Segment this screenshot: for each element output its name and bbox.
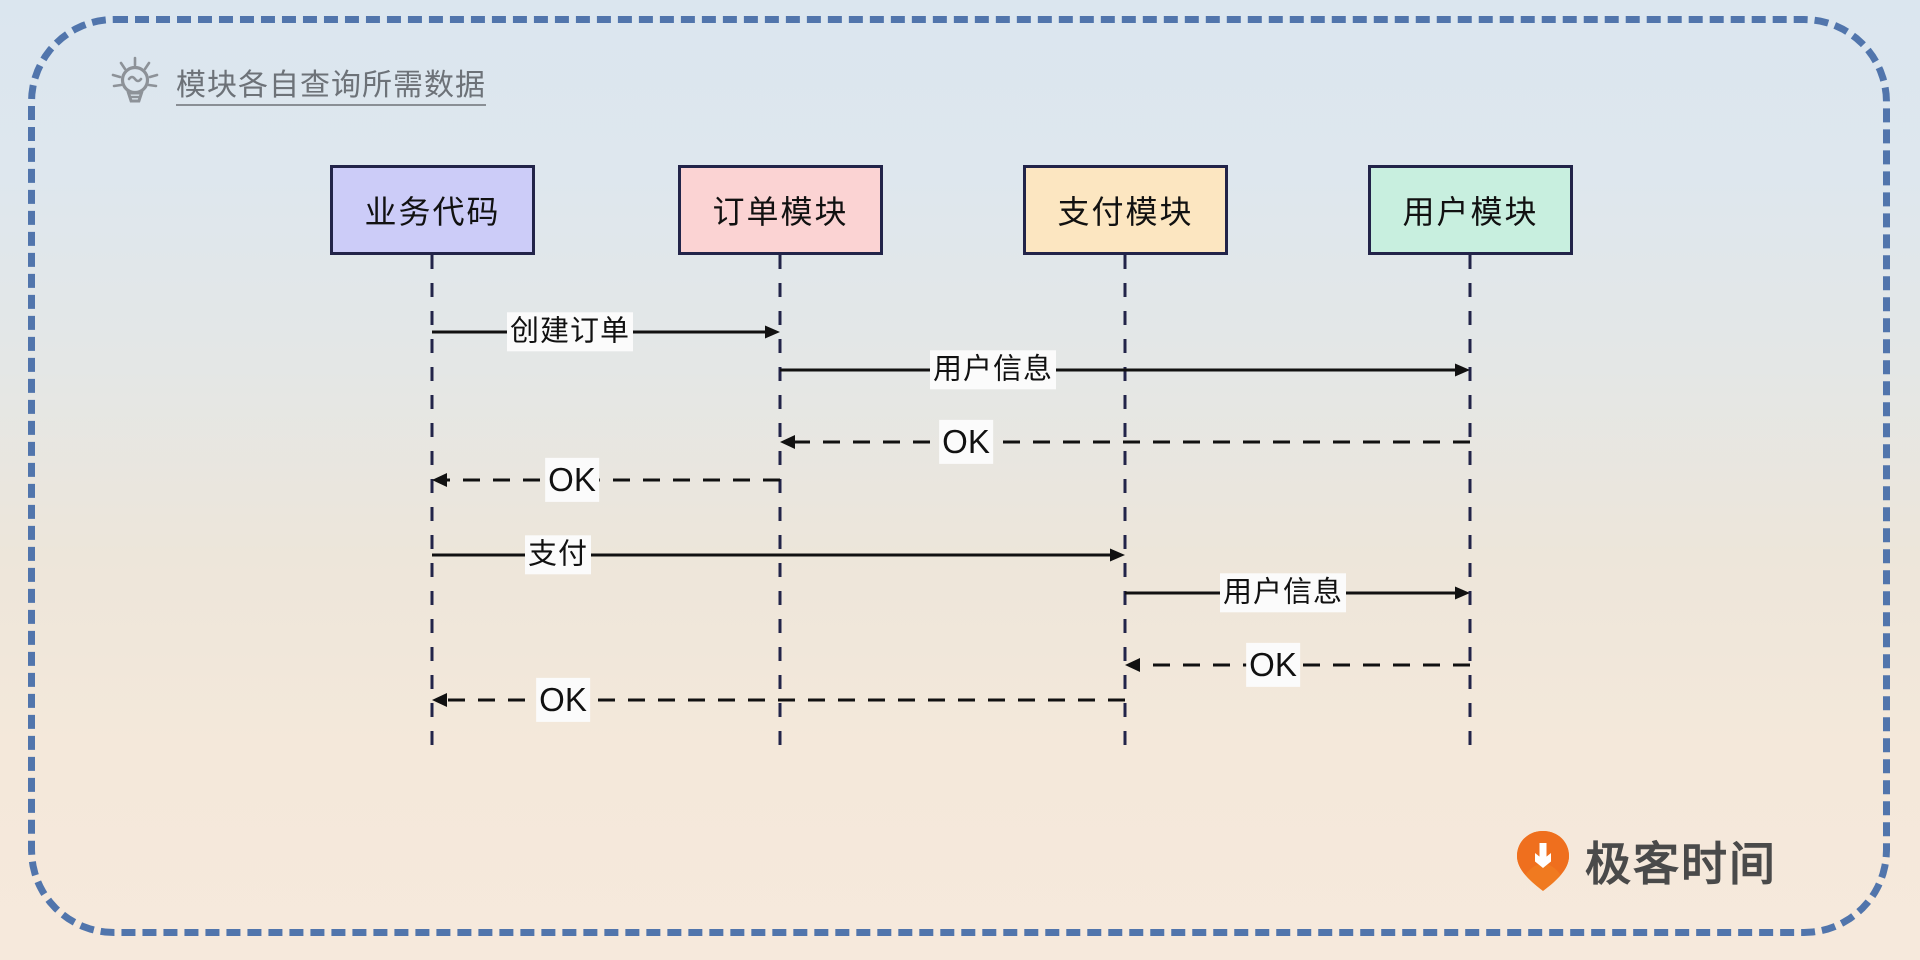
message-label-m3: OK xyxy=(939,419,993,465)
geektime-logo: 极客时间 xyxy=(1515,828,1777,894)
message-label-m8: OK xyxy=(536,677,590,723)
participant-box-order[interactable]: 订单模块 xyxy=(678,165,883,255)
participant-label: 订单模块 xyxy=(712,194,849,230)
logo-text: 极客时间 xyxy=(1585,838,1777,890)
message-arrowhead xyxy=(1455,363,1470,377)
participant-box-user[interactable]: 用户模块 xyxy=(1368,165,1573,255)
messages-group xyxy=(432,325,1470,707)
message-m4[interactable] xyxy=(432,473,780,487)
message-arrowhead xyxy=(432,693,447,707)
participant-label: 业务代码 xyxy=(364,194,501,230)
message-label-m6: 用户信息 xyxy=(1219,573,1347,613)
header: 模块各自查询所需数据 xyxy=(108,55,486,109)
message-arrowhead xyxy=(1455,586,1470,600)
message-label-m4: OK xyxy=(545,457,599,503)
message-m7[interactable] xyxy=(1125,658,1470,672)
message-label-m1: 创建订单 xyxy=(506,312,634,352)
message-m3[interactable] xyxy=(780,435,1470,449)
participant-label: 支付模块 xyxy=(1057,194,1194,230)
page-title: 模块各自查询所需数据 xyxy=(176,69,486,102)
message-arrowhead xyxy=(780,435,795,449)
message-arrowhead xyxy=(1110,548,1125,562)
participant-box-biz[interactable]: 业务代码 xyxy=(330,165,535,255)
message-label-m2: 用户信息 xyxy=(929,350,1057,390)
message-arrowhead xyxy=(432,473,447,487)
message-arrowhead xyxy=(1125,658,1140,672)
participant-box-pay[interactable]: 支付模块 xyxy=(1023,165,1228,255)
message-label-m7: OK xyxy=(1246,642,1300,688)
lightbulb-icon xyxy=(108,55,162,109)
message-m2[interactable] xyxy=(780,363,1470,377)
message-label-m5: 支付 xyxy=(524,535,592,575)
participant-label: 用户模块 xyxy=(1402,194,1539,230)
message-m8[interactable] xyxy=(432,693,1125,707)
geektime-pin-icon xyxy=(1515,830,1571,892)
message-arrowhead xyxy=(765,325,780,339)
